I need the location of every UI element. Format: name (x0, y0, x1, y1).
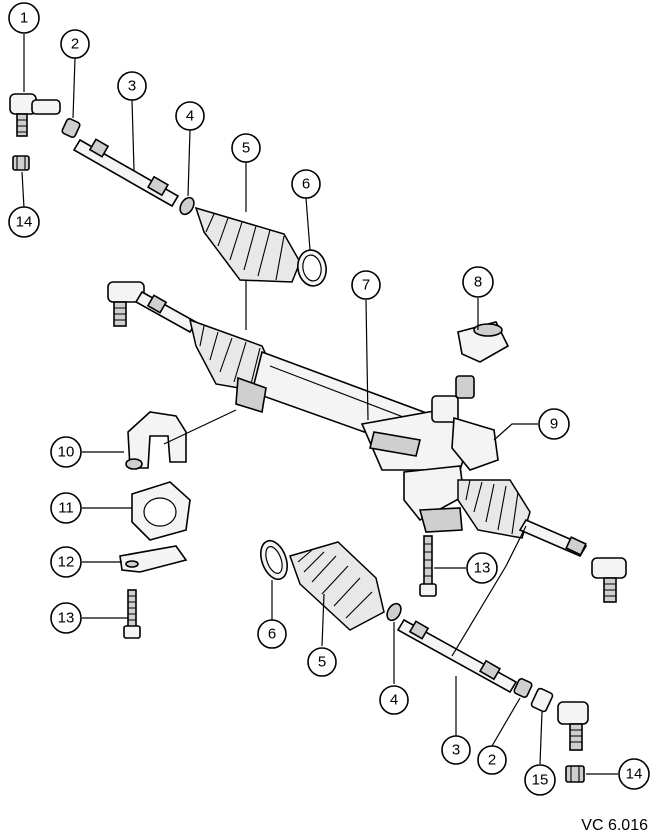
svg-text:8: 8 (474, 274, 482, 291)
svg-text:14: 14 (626, 766, 643, 783)
callout-2-top: 2 (60, 29, 90, 59)
svg-text:3: 3 (128, 78, 136, 95)
mounting-clamp (125, 411, 187, 470)
boot-clip-top (179, 196, 195, 216)
mounting-bolt-right (419, 535, 437, 597)
top-tie-rod-assembly (9, 93, 327, 287)
callout-5-bottom: 5 (307, 647, 337, 677)
callout-11: 11 (50, 492, 82, 524)
svg-text:10: 10 (58, 444, 75, 461)
svg-text:13: 13 (58, 610, 75, 627)
steering-rack-assembly (107, 281, 627, 603)
callout-2-bottom: 2 (477, 745, 507, 775)
callout-3-bottom: 3 (441, 735, 471, 765)
svg-text:12: 12 (58, 554, 75, 571)
svg-text:15: 15 (532, 772, 549, 789)
svg-text:13: 13 (474, 560, 491, 577)
svg-text:3: 3 (452, 742, 460, 759)
reference-code: VC 6.016 (581, 817, 648, 834)
tie-rod-end-top (9, 93, 61, 137)
tie-rod-top (72, 138, 180, 208)
callout-3-top: 3 (117, 71, 147, 101)
rack-boot-top (194, 206, 301, 283)
svg-text:6: 6 (268, 626, 276, 643)
svg-text:5: 5 (318, 654, 326, 671)
pinion-dust-cover (457, 321, 510, 363)
callout-1-top: 1 (8, 2, 40, 34)
callout-5-top: 5 (231, 133, 261, 163)
clamp-bush (131, 481, 191, 541)
leader-lines (21, 34, 618, 775)
callout-10: 10 (50, 436, 82, 468)
svg-text:4: 4 (186, 108, 194, 125)
svg-text:11: 11 (58, 500, 74, 517)
clamp-plate (119, 545, 188, 573)
svg-text:1: 1 (20, 10, 28, 27)
callout-15: 15 (524, 764, 556, 796)
svg-text:2: 2 (71, 36, 79, 53)
lock-nut-top (61, 117, 81, 139)
callout-6-bottom: 6 (257, 619, 287, 649)
svg-text:6: 6 (302, 176, 310, 193)
callout-13-left: 13 (50, 602, 82, 634)
callout-14-bottom: 14 (618, 758, 650, 790)
svg-text:2: 2 (488, 752, 496, 769)
svg-text:7: 7 (362, 277, 370, 294)
callout-6-top: 6 (291, 169, 321, 199)
svg-text:14: 14 (16, 214, 33, 231)
callout-7: 7 (351, 270, 381, 300)
callout-13-right: 13 (466, 552, 498, 584)
callout-4-top: 4 (175, 101, 205, 131)
mounting-bolt-left (123, 589, 141, 639)
svg-text:4: 4 (390, 692, 398, 709)
callout-8: 8 (462, 266, 494, 298)
callout-14-top: 14 (8, 206, 40, 238)
boot-clamp-top (297, 249, 327, 287)
svg-text:9: 9 (550, 416, 558, 433)
castle-nut-top (12, 155, 30, 171)
callout-4-bottom: 4 (379, 685, 409, 715)
callout-12: 12 (50, 546, 82, 578)
svg-text:5: 5 (242, 140, 250, 157)
callout-9: 9 (538, 408, 570, 440)
bottom-tie-rod-assembly (260, 539, 589, 783)
